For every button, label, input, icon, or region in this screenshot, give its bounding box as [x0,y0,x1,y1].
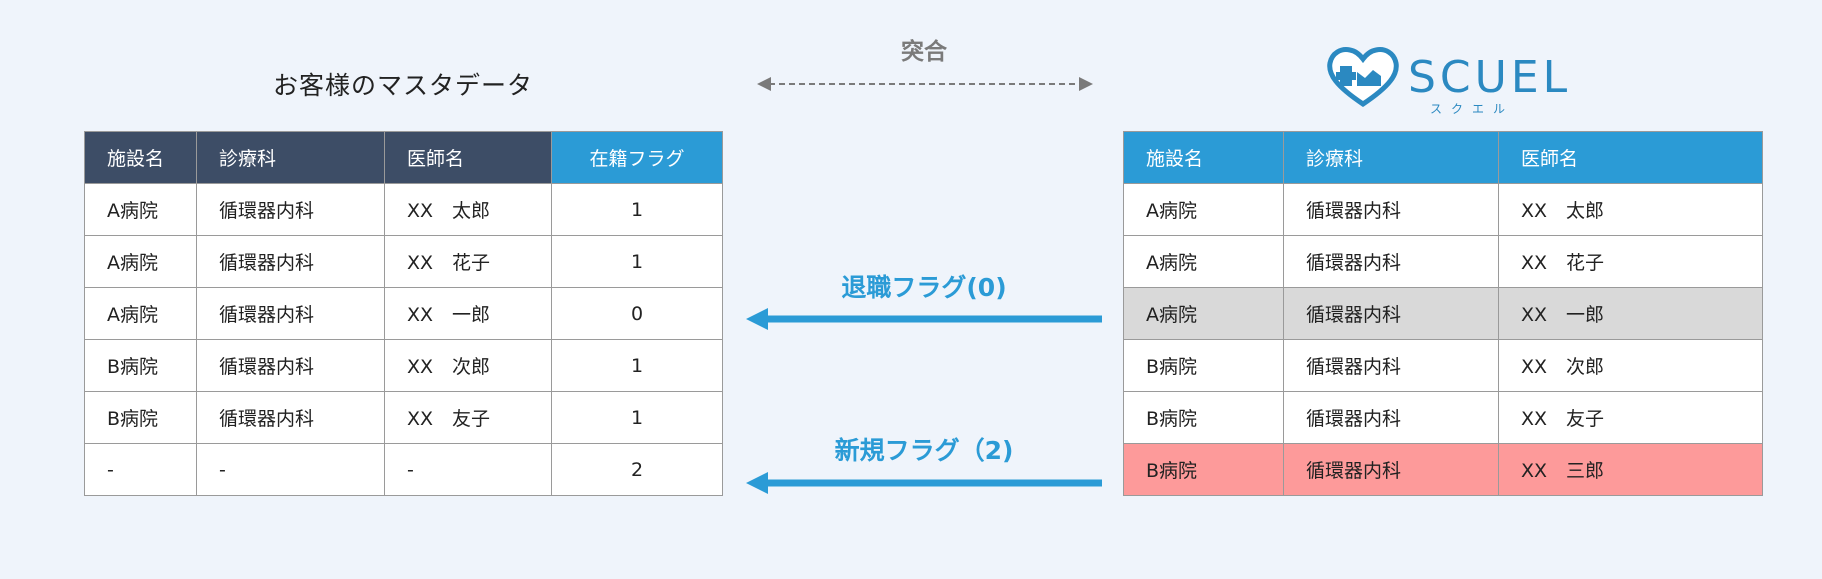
cell-doctor: XX 太郎 [384,183,552,236]
cell-department: 循環器内科 [196,287,385,340]
header-facility: 施設名 [84,131,197,184]
table-header-row: 施設名 診療科 医師名 在籍フラグ [84,131,723,184]
table-row-new: B病院 循環器内科 XX 三郎 [1123,443,1763,496]
header-enrollment-flag: 在籍フラグ [551,131,723,184]
cell-doctor: XX 次郎 [1498,339,1763,392]
new-flag-arrow [746,472,1102,494]
cell-facility: A病院 [1123,183,1284,236]
cell-facility: B病院 [1123,339,1284,392]
table-row: A病院 循環器内科 XX 花子 1 [84,235,723,288]
table-row: A病院 循環器内科 XX 太郎 1 [84,183,723,236]
cell-doctor: XX 友子 [1498,391,1763,444]
scuel-logo-subtitle: スクエル [1430,102,1515,116]
cell-flag: 1 [551,235,723,288]
header-department: 診療科 [1283,131,1499,184]
table-row: A病院 循環器内科 XX 花子 [1123,235,1763,288]
cell-doctor: XX 友子 [384,391,552,444]
cell-department: 循環器内科 [1283,339,1499,392]
customer-master-table: 施設名 診療科 医師名 在籍フラグ A病院 循環器内科 XX 太郎 1 A病院 … [84,131,723,496]
table-row: A病院 循環器内科 XX 太郎 [1123,183,1763,236]
cell-doctor: XX 三郎 [1498,443,1763,496]
cell-doctor: XX 一郎 [1498,287,1763,340]
table-row: B病院 循環器内科 XX 友子 [1123,391,1763,444]
cell-facility: B病院 [1123,391,1284,444]
cell-facility: A病院 [1123,287,1284,340]
header-doctor: 医師名 [384,131,552,184]
cell-department: 循環器内科 [1283,287,1499,340]
cell-department: - [196,443,385,496]
cell-flag: 1 [551,391,723,444]
match-label: 突合 [901,39,947,65]
header-facility: 施設名 [1123,131,1284,184]
scuel-data-table: 施設名 診療科 医師名 A病院 循環器内科 XX 太郎 A病院 循環器内科 XX… [1123,131,1763,496]
header-department: 診療科 [196,131,385,184]
scuel-logo-text: SCUEL [1408,52,1572,103]
cell-doctor: XX 花子 [1498,235,1763,288]
table-row: B病院 循環器内科 XX 次郎 [1123,339,1763,392]
table-row: - - - 2 [84,443,723,496]
cell-doctor: XX 一郎 [384,287,552,340]
customer-master-title: お客様のマスタデータ [272,71,533,100]
cell-facility: A病院 [84,183,197,236]
retire-flag-label: 退職フラグ(0) [841,273,1007,302]
cell-department: 循環器内科 [1283,391,1499,444]
cell-doctor: XX 花子 [384,235,552,288]
cell-doctor: - [384,443,552,496]
cell-department: 循環器内科 [1283,235,1499,288]
cell-flag: 0 [551,287,723,340]
table-row-retired: A病院 循環器内科 XX 一郎 [1123,287,1763,340]
cell-facility: A病院 [1123,235,1284,288]
cell-facility: - [84,443,197,496]
cell-facility: A病院 [84,287,197,340]
cell-department: 循環器内科 [196,183,385,236]
cell-flag: 2 [551,443,723,496]
match-double-arrow [757,77,1093,91]
cell-facility: A病院 [84,235,197,288]
cell-facility: B病院 [84,339,197,392]
cell-facility: B病院 [84,391,197,444]
header-doctor: 医師名 [1498,131,1763,184]
cell-facility: B病院 [1123,443,1284,496]
table-header-row: 施設名 診療科 医師名 [1123,131,1763,184]
cell-department: 循環器内科 [196,339,385,392]
new-flag-label: 新規フラグ（2) [834,436,1014,465]
table-row: B病院 循環器内科 XX 友子 1 [84,391,723,444]
cell-flag: 1 [551,339,723,392]
retire-flag-arrow [746,308,1102,330]
cell-department: 循環器内科 [1283,183,1499,236]
table-row: A病院 循環器内科 XX 一郎 0 [84,287,723,340]
cell-department: 循環器内科 [196,235,385,288]
cell-flag: 1 [551,183,723,236]
cell-department: 循環器内科 [196,391,385,444]
table-row: B病院 循環器内科 XX 次郎 1 [84,339,723,392]
scuel-heart-logo-icon [1327,47,1399,108]
cell-department: 循環器内科 [1283,443,1499,496]
cell-doctor: XX 太郎 [1498,183,1763,236]
cell-doctor: XX 次郎 [384,339,552,392]
